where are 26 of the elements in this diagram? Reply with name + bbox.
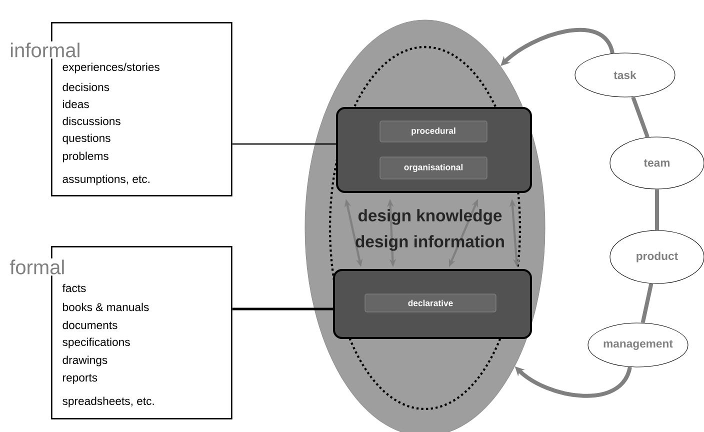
label-box: declarative [364, 294, 496, 312]
list-item: books & manuals [63, 302, 149, 312]
list-item: problems [63, 152, 108, 162]
leader-line [232, 308, 333, 310]
list-item: spreadsheets, etc. [62, 396, 154, 408]
list-item: questions [62, 134, 110, 144]
connector [655, 189, 659, 230]
list-item: drawings [62, 356, 108, 366]
heading: formal [8, 258, 66, 276]
connector [640, 283, 654, 324]
center-label: design information [356, 235, 504, 251]
list-item: experiences/stories [62, 62, 160, 74]
heading: informal [8, 41, 82, 59]
list-item: specifications [62, 338, 130, 348]
list-item: decisions [62, 82, 110, 92]
list-item: assumptions, etc. [62, 174, 150, 186]
list-item: ideas [63, 100, 89, 108]
list-item: facts [62, 284, 86, 292]
list-item: documents [62, 320, 118, 330]
label-box: organisational [380, 156, 488, 180]
list-item: discussions [62, 116, 120, 126]
list-item: reports [63, 374, 98, 384]
leader-line [232, 143, 336, 145]
connector [631, 96, 650, 138]
label-box: procedural [380, 120, 488, 142]
center-label: design knowledge [358, 209, 502, 225]
